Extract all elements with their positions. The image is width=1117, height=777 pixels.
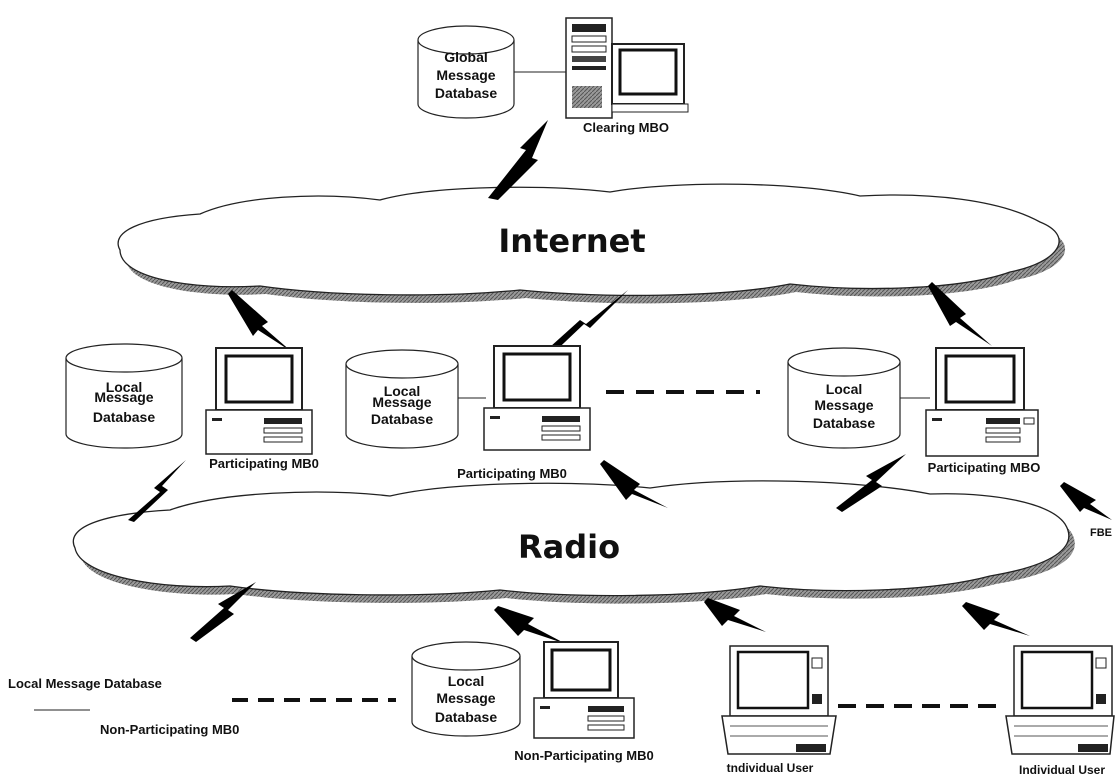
svg-text:Local: Local: [384, 383, 421, 399]
global-database-icon: Global Message Database: [417, 25, 515, 119]
lightning-p3-internet: [928, 282, 992, 346]
radio-cloud: Radio: [72, 480, 1075, 604]
svg-text:Local: Local: [106, 379, 143, 395]
internet-label: Internet: [498, 222, 645, 260]
svg-text:Local: Local: [826, 381, 863, 397]
lightning-clearing: [488, 120, 548, 200]
lightning-fbe: [1060, 482, 1112, 520]
participating-mbo-2: Local Message Database Participating MB0: [345, 345, 591, 481]
individual-user-label: Individual User: [1019, 763, 1105, 777]
lightning-p1-radio: [128, 460, 186, 522]
fbe-label: FBE: [1090, 527, 1112, 539]
non-participating-mbo: Local Message Database Non-Participating…: [411, 641, 654, 763]
legend: Local Message Database Non-Participating…: [8, 676, 239, 737]
local-database-icon: Local Message Database: [787, 347, 901, 449]
svg-text:Database: Database: [813, 415, 875, 431]
monitor-icon: [611, 43, 689, 113]
internet-cloud: Internet: [117, 183, 1066, 304]
svg-text:Message: Message: [436, 690, 495, 706]
local-database-icon: Local Message Database: [345, 349, 459, 449]
desktop-computer-icon: [925, 347, 1039, 457]
radio-label: Radio: [518, 528, 620, 566]
server-tower-icon: [565, 17, 613, 119]
lightning-radio-down: [190, 582, 256, 642]
lightning-nonpart: [494, 606, 566, 644]
individual-user-2: Individual User: [1005, 645, 1115, 777]
laptop-icon: [1005, 645, 1115, 755]
lightning-user2: [962, 602, 1030, 636]
lightning-p1-internet: [228, 290, 292, 352]
individual-user-1: tndividual User: [721, 645, 837, 775]
svg-text:Database: Database: [435, 709, 497, 725]
svg-text:Database: Database: [435, 85, 497, 101]
svg-text:Message: Message: [94, 389, 153, 405]
lightning-p2-radio: [600, 460, 668, 508]
participating-mbo-label: Participating MBO: [928, 460, 1041, 475]
svg-text:Message: Message: [372, 394, 431, 410]
participating-mbo-3: Local Message Database Participating MBO: [787, 347, 1041, 475]
svg-text:Message: Message: [814, 397, 873, 413]
desktop-computer-icon: [483, 345, 591, 451]
legend-mbo-label: Non-Participating MB0: [100, 722, 239, 737]
svg-text:Global: Global: [444, 49, 488, 65]
clearing-mbo-label: Clearing MBO: [583, 120, 669, 135]
svg-text:Database: Database: [371, 411, 433, 427]
local-database-icon: Local Message Database: [65, 343, 183, 449]
clearing-mbo: Global Message Database Clearing MBO: [417, 17, 689, 135]
laptop-icon: [721, 645, 837, 755]
wireless-links: [128, 120, 1112, 644]
participating-mbo-label: Participating MB0: [457, 466, 567, 481]
legend-db-label: Local Message Database: [8, 676, 162, 691]
non-participating-mbo-label: Non-Participating MB0: [514, 748, 653, 763]
svg-text:Local: Local: [448, 673, 485, 689]
participating-mbo-1: Local Message Database Participating MB0: [65, 343, 319, 471]
svg-text:Database: Database: [93, 409, 155, 425]
lightning-p2-internet: [540, 290, 628, 360]
lightning-user1: [704, 598, 766, 632]
desktop-computer-icon: [205, 347, 313, 455]
lightning-p3-radio: [836, 454, 906, 512]
individual-user-label: tndividual User: [727, 761, 814, 775]
participating-mbo-label: Participating MB0: [209, 456, 319, 471]
local-database-icon: Local Message Database: [411, 641, 521, 737]
svg-text:Message: Message: [436, 67, 495, 83]
desktop-computer-icon: [533, 641, 635, 739]
